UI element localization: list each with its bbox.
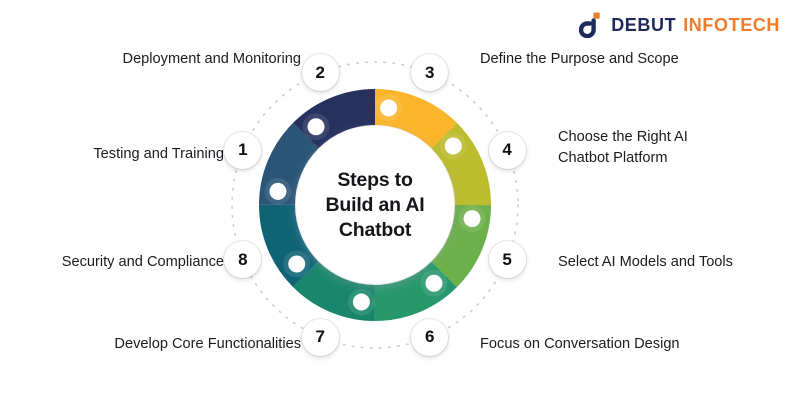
step-label-4: Focus on Conversation Design: [480, 334, 680, 355]
step-badge-7[interactable]: 7: [301, 318, 339, 356]
step-label-text: Choose the Right AI: [558, 129, 688, 145]
step-badge-2[interactable]: 2: [301, 54, 339, 92]
logo-wordmark: DEBUT INFOTECH: [611, 15, 780, 36]
step-badge-1[interactable]: 1: [224, 131, 262, 169]
donut-node-dot: [380, 99, 398, 117]
step-label-text-line2: Chatbot Platform: [558, 150, 668, 166]
donut-node-dot: [288, 255, 306, 273]
step-label-5: Develop Core Functionalities: [114, 334, 301, 355]
step-label-7: Testing and Training: [93, 144, 224, 165]
step-label-3: Select AI Models and Tools: [558, 252, 733, 273]
donut-node-dot: [307, 118, 325, 136]
donut-segment: [259, 89, 491, 321]
step-label-text: Define the Purpose and Scope: [480, 51, 679, 67]
step-badge-5[interactable]: 5: [488, 241, 526, 279]
donut-node-dot: [352, 293, 370, 311]
donut-node-dot: [444, 137, 462, 155]
step-badge-4[interactable]: 4: [488, 131, 526, 169]
debut-infotech-logo-icon: [579, 12, 603, 39]
donut-segment: [259, 89, 491, 321]
step-label-text: Select AI Models and Tools: [558, 254, 733, 270]
step-label-text: Deployment and Monitoring: [122, 51, 301, 67]
brand-logo: DEBUT INFOTECH: [579, 12, 780, 39]
step-donut-chart: [247, 77, 503, 333]
step-label-2: Choose the Right AI Chatbot Platform: [558, 127, 688, 169]
logo-infotech-text: INFOTECH: [683, 14, 780, 35]
logo-debut-text: DEBUT: [611, 14, 677, 35]
step-label-8: Deployment and Monitoring: [123, 49, 301, 70]
step-label-text: Develop Core Functionalities: [114, 336, 301, 352]
step-label-text: Focus on Conversation Design: [480, 336, 680, 352]
step-label-text: Security and Compliance: [61, 254, 224, 270]
donut-node-dot: [425, 274, 443, 292]
step-label-6: Security and Compliance: [62, 252, 224, 273]
donut-segment: [259, 89, 491, 321]
donut-segment: [259, 89, 491, 321]
step-badge-6[interactable]: 6: [411, 318, 449, 356]
step-label-1: Define the Purpose and Scope: [480, 49, 679, 70]
step-label-text: Testing and Training: [93, 146, 224, 162]
donut-node-dot: [463, 210, 481, 228]
donut-node-dot: [269, 182, 287, 200]
